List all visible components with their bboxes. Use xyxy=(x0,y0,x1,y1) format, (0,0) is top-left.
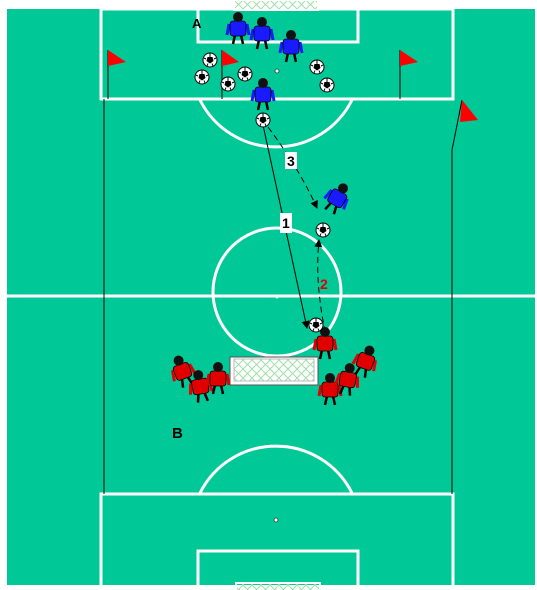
soccer-ball-icon xyxy=(221,77,235,91)
bottom-goal xyxy=(236,583,320,590)
top-goal xyxy=(234,0,318,10)
soccer-ball-icon xyxy=(316,223,330,237)
center-spot xyxy=(276,296,279,299)
soccer-ball-icon xyxy=(203,53,217,67)
step-2-label: 2 xyxy=(320,276,328,292)
soccer-ball-icon xyxy=(309,318,323,332)
soccer-ball-icon xyxy=(256,113,270,127)
mini-goal-icon xyxy=(230,357,318,385)
top-penalty-spot xyxy=(275,69,279,73)
group-b-label: B xyxy=(172,425,183,442)
soccer-ball-icon xyxy=(310,60,324,74)
bottom-penalty-spot xyxy=(274,518,278,522)
step-1-label: 1 xyxy=(282,215,290,231)
group-a-label: A xyxy=(192,16,202,31)
soccer-ball-icon xyxy=(320,78,334,92)
step-3-label: 3 xyxy=(287,153,295,169)
soccer-ball-icon xyxy=(195,70,209,84)
soccer-ball-icon xyxy=(238,67,252,81)
